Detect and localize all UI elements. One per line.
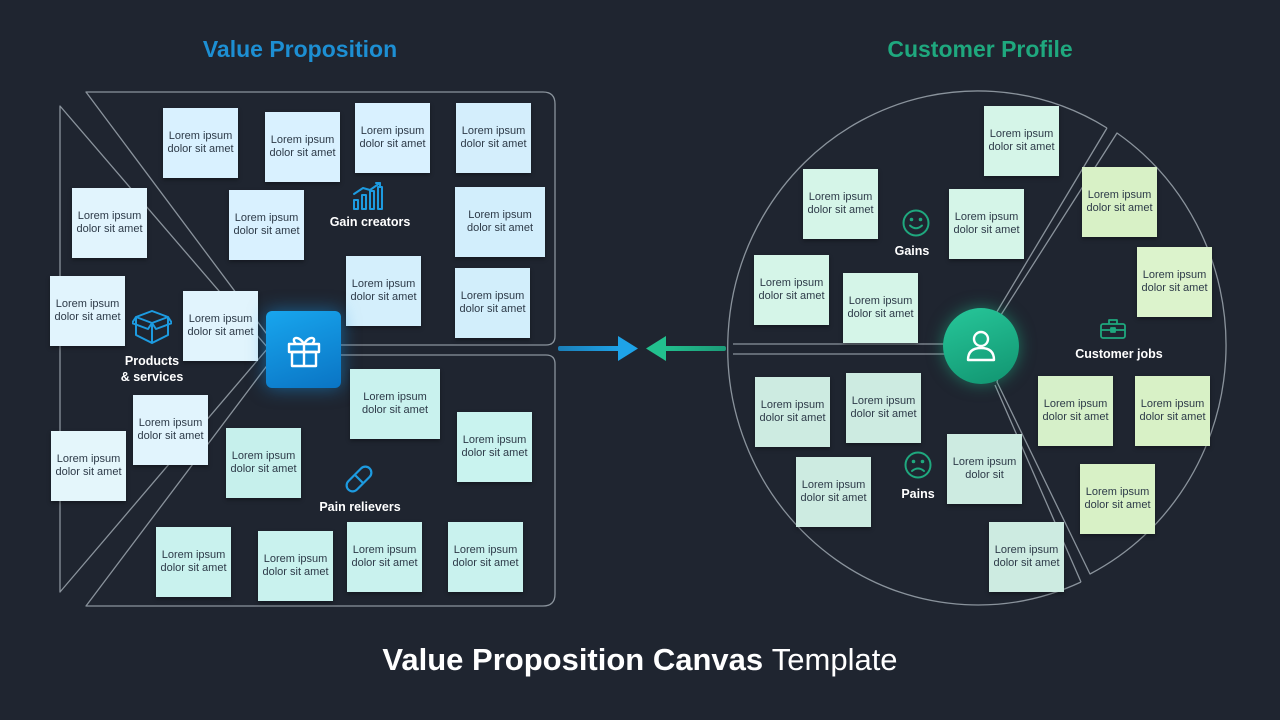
arrow-left-icon xyxy=(646,336,726,361)
pains-note[interactable]: Lorem ipsum dolor sit amet xyxy=(755,377,830,447)
pain-relievers-note[interactable]: Lorem ipsum dolor sit amet xyxy=(448,522,523,592)
arrow-right-icon xyxy=(558,336,638,361)
customer-jobs-note[interactable]: Lorem ipsum dolor sit amet xyxy=(1080,464,1155,534)
pain-relievers-outline xyxy=(85,354,556,607)
customer-jobs-note[interactable]: Lorem ipsum dolor sit amet xyxy=(1082,167,1157,237)
gains-note[interactable]: Lorem ipsum dolor sit amet xyxy=(949,189,1024,259)
gain-creators-note[interactable]: Lorem ipsum dolor sit amet xyxy=(163,108,238,178)
gift-box xyxy=(266,311,341,388)
pain-relievers-note[interactable]: Lorem ipsum dolor sit amet xyxy=(347,522,422,592)
products-services-note[interactable]: Lorem ipsum dolor sit amet xyxy=(133,395,208,465)
products-services-note[interactable]: Lorem ipsum dolor sit amet xyxy=(50,276,125,346)
gain-creators-note[interactable]: Lorem ipsum dolor sit amet xyxy=(265,112,340,182)
gift-icon xyxy=(287,336,320,367)
pain-relievers-note[interactable]: Lorem ipsum dolor sit amet xyxy=(350,369,440,439)
gain-creators-outline xyxy=(85,91,556,346)
gains-note[interactable]: Lorem ipsum dolor sit amet xyxy=(754,255,829,325)
products-services-note[interactable]: Lorem ipsum dolor sit amet xyxy=(183,291,258,361)
pains-note[interactable]: Lorem ipsum dolor sit amet xyxy=(846,373,921,443)
customer-jobs-note[interactable]: Lorem ipsum dolor sit amet xyxy=(1135,376,1210,446)
gains-note[interactable]: Lorem ipsum dolor sit amet xyxy=(984,106,1059,176)
pains-note[interactable]: Lorem ipsum dolor sit xyxy=(947,434,1022,504)
products-services-note[interactable]: Lorem ipsum dolor sit amet xyxy=(72,188,147,258)
gain-creators-note[interactable]: Lorem ipsum dolor sit amet xyxy=(355,103,430,173)
gains-label: Gains xyxy=(894,244,930,258)
pain-relievers-note[interactable]: Lorem ipsum dolor sit amet xyxy=(156,527,231,597)
customer-jobs-note[interactable]: Lorem ipsum dolor sit amet xyxy=(1038,376,1113,446)
pains-label: Pains xyxy=(901,487,935,501)
gain-creators-note[interactable]: Lorem ipsum dolor sit amet xyxy=(229,190,304,260)
footer-title: Value Proposition Canvas Template xyxy=(0,642,1280,678)
gain-creators-note[interactable]: Lorem ipsum dolor sit amet xyxy=(346,256,421,326)
gain-creators-note[interactable]: Lorem ipsum dolor sit amet xyxy=(455,268,530,338)
frown-icon xyxy=(904,451,932,479)
customer-profile-heading: Customer Profile xyxy=(887,36,1073,62)
user-avatar xyxy=(943,308,1019,384)
pain-relievers-note[interactable]: Lorem ipsum dolor sit amet xyxy=(226,428,301,498)
smile-icon xyxy=(902,209,930,237)
products-services-outline xyxy=(59,105,269,593)
gain-creators-label: Gain creators xyxy=(329,215,411,229)
pain-relievers-note[interactable]: Lorem ipsum dolor sit amet xyxy=(258,531,333,601)
products-services-note[interactable]: Lorem ipsum dolor sit amet xyxy=(51,431,126,501)
footer-title-light: Template xyxy=(771,642,898,677)
footer-title-bold: Value Proposition Canvas xyxy=(382,642,764,677)
pain-relievers-note[interactable]: Lorem ipsum dolor sit amet xyxy=(457,412,532,482)
bar-chart-icon xyxy=(353,182,383,210)
user-icon xyxy=(966,330,996,362)
gain-creators-note[interactable]: Lorem ipsum dolor sit amet xyxy=(455,187,545,257)
gain-creators-note[interactable]: Lorem ipsum dolor sit amet xyxy=(456,103,531,173)
gains-note[interactable]: Lorem ipsum dolor sit amet xyxy=(843,273,918,343)
pill-icon xyxy=(345,465,373,493)
customer-profile-circle xyxy=(727,90,1108,606)
products-services-label: Products & services xyxy=(120,354,184,384)
pains-note[interactable]: Lorem ipsum dolor sit amet xyxy=(796,457,871,527)
pains-note[interactable]: Lorem ipsum dolor sit amet xyxy=(989,522,1064,592)
pain-relievers-label: Pain relievers xyxy=(319,500,401,514)
briefcase-icon xyxy=(1100,319,1126,339)
value-proposition-heading: Value Proposition xyxy=(202,36,398,62)
gains-note[interactable]: Lorem ipsum dolor sit amet xyxy=(803,169,878,239)
customer-jobs-note[interactable]: Lorem ipsum dolor sit amet xyxy=(1137,247,1212,317)
customer-jobs-label: Customer jobs xyxy=(1075,347,1163,361)
customer-jobs-outline xyxy=(996,132,1227,575)
box-icon xyxy=(132,310,172,344)
